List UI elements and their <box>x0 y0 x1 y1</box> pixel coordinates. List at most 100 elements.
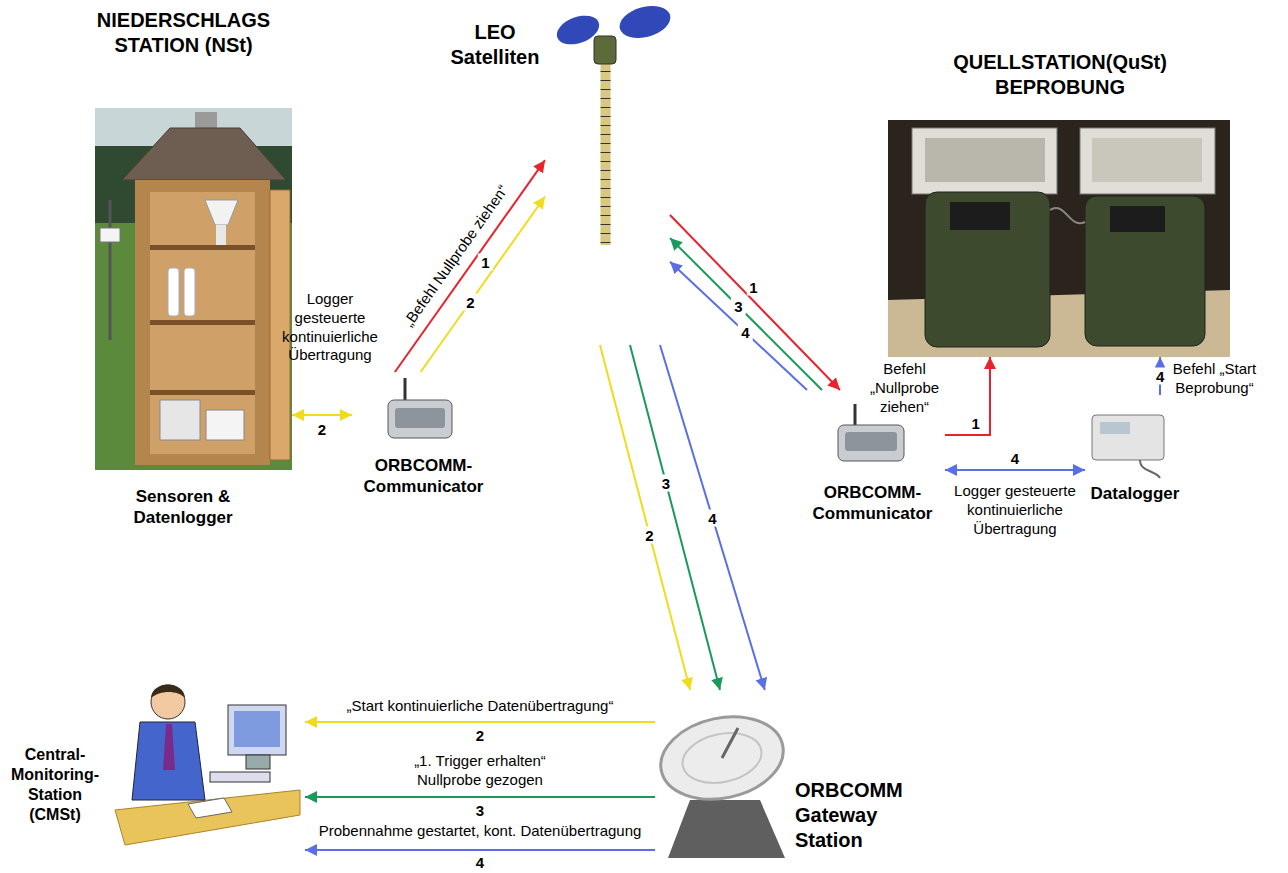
sensor <box>100 228 120 242</box>
device-front <box>845 432 897 451</box>
callout-number: 2 <box>473 726 487 743</box>
device-label: Datalogger <box>1085 483 1185 504</box>
shed-roof <box>122 128 286 180</box>
control-panel <box>950 202 1010 230</box>
datalogger-icon <box>1092 415 1164 478</box>
solar-panel <box>616 1 674 43</box>
callout-number: 4 <box>473 853 487 870</box>
shed-door <box>270 190 290 460</box>
callout-number: 1 <box>478 253 492 270</box>
callout-number: 4 <box>705 509 719 526</box>
gateway-dish <box>653 706 791 858</box>
shelf <box>150 245 255 250</box>
device-body <box>388 400 452 438</box>
station-node: Central- Monitoring- Station (CMSt) <box>5 660 305 860</box>
callout-number: 4 <box>1153 368 1167 385</box>
callout-number: 4 <box>738 324 752 341</box>
transfer-note: Logger gesteuerte kontinuierliche Übertr… <box>950 482 1080 538</box>
device-label: ORBCOMM- Communicator <box>352 455 495 498</box>
callout-number: 4 <box>1008 449 1022 466</box>
antenna <box>854 404 857 427</box>
signal-arrow <box>945 357 990 435</box>
device-node: Datalogger <box>1085 395 1185 510</box>
case-lid <box>1080 128 1215 194</box>
dish-feed <box>722 728 738 758</box>
gateway-label: ORBCOMM Gateway Station <box>795 778 920 853</box>
shed-interior <box>150 192 255 454</box>
shelf <box>150 390 255 395</box>
command-note: Befehl „Start Beprobung“ <box>1172 360 1257 398</box>
antenna <box>404 378 407 402</box>
message-note: Probennahme gestartet, kont. Datenübertr… <box>305 822 655 841</box>
satellite-picture <box>553 1 674 245</box>
weather-station-photo <box>95 108 292 470</box>
station-caption: Sensoren & Datenlogger <box>108 486 258 529</box>
logger-device <box>160 400 200 440</box>
monitor-stand <box>246 755 270 769</box>
lid-inner <box>1092 138 1202 182</box>
callout-number: 1 <box>746 278 760 295</box>
logger-body <box>1092 415 1164 460</box>
tie <box>163 724 175 770</box>
logger-device <box>206 410 244 440</box>
funnel-pipe <box>216 225 226 245</box>
keyboard <box>210 772 270 782</box>
satellite-node: LEO Satelliten <box>545 15 670 345</box>
operator-figure <box>115 685 300 846</box>
sensor-pole <box>109 200 112 340</box>
sampler-case <box>1085 196 1205 346</box>
monitor <box>228 705 286 755</box>
dish-base <box>668 800 785 858</box>
station-label: Central- Monitoring- Station (CMSt) <box>5 745 105 825</box>
shirt <box>132 722 205 800</box>
signal-arrow <box>305 849 655 851</box>
satellite-title: LEO Satelliten <box>445 20 545 70</box>
signal-arrow <box>670 262 807 390</box>
sampler-case <box>925 192 1050 347</box>
signal-arrow <box>945 469 1085 471</box>
shelf <box>150 320 255 325</box>
bottle <box>168 268 179 316</box>
satellite-boom <box>601 62 611 245</box>
case-lid <box>912 128 1057 194</box>
signal-arrow <box>670 215 840 390</box>
callout-number: 2 <box>642 526 656 543</box>
command-note: „Befehl Nullprobe ziehen“ <box>399 182 512 331</box>
shed-body <box>135 180 270 465</box>
satellite-body <box>594 36 616 64</box>
station-node: QUELLSTATION(QuSt) BEPROBUNG <box>885 50 1235 357</box>
paper <box>188 798 232 818</box>
signal-arrow <box>292 414 352 416</box>
dish-ring <box>678 726 766 790</box>
gateway-node: ORBCOMM Gateway Station <box>655 690 960 862</box>
signal-arrow <box>395 160 545 372</box>
grass <box>95 108 292 470</box>
station-title: QUELLSTATION(QuSt) BEPROBUNG <box>930 50 1190 100</box>
cable <box>1140 460 1160 478</box>
device-front <box>395 408 445 428</box>
cable <box>1050 208 1085 223</box>
spring-station-photo <box>888 120 1230 357</box>
device-label: ORBCOMM- Communicator <box>800 482 945 525</box>
communicator-icon <box>388 378 452 438</box>
signal-arrow <box>660 345 765 690</box>
hair <box>151 685 185 699</box>
transfer-note: Logger gesteuerte kontinuierliche Übertr… <box>272 290 388 365</box>
callout-number: 1 <box>969 414 983 431</box>
callout-number: 3 <box>659 475 673 492</box>
device-node: ORBCOMM- Communicator <box>352 372 495 512</box>
head <box>151 685 185 719</box>
signal-arrow <box>305 796 655 798</box>
device-body <box>838 425 904 461</box>
screen <box>234 711 280 747</box>
callout-number: 2 <box>463 293 477 310</box>
message-note: „Start kontinuierliche Datenübertragung“ <box>310 697 650 716</box>
lid-inner <box>925 138 1045 182</box>
signal-arrow <box>305 721 655 723</box>
funnel <box>205 200 238 225</box>
bottle <box>184 268 195 316</box>
callout-number: 3 <box>731 298 745 315</box>
